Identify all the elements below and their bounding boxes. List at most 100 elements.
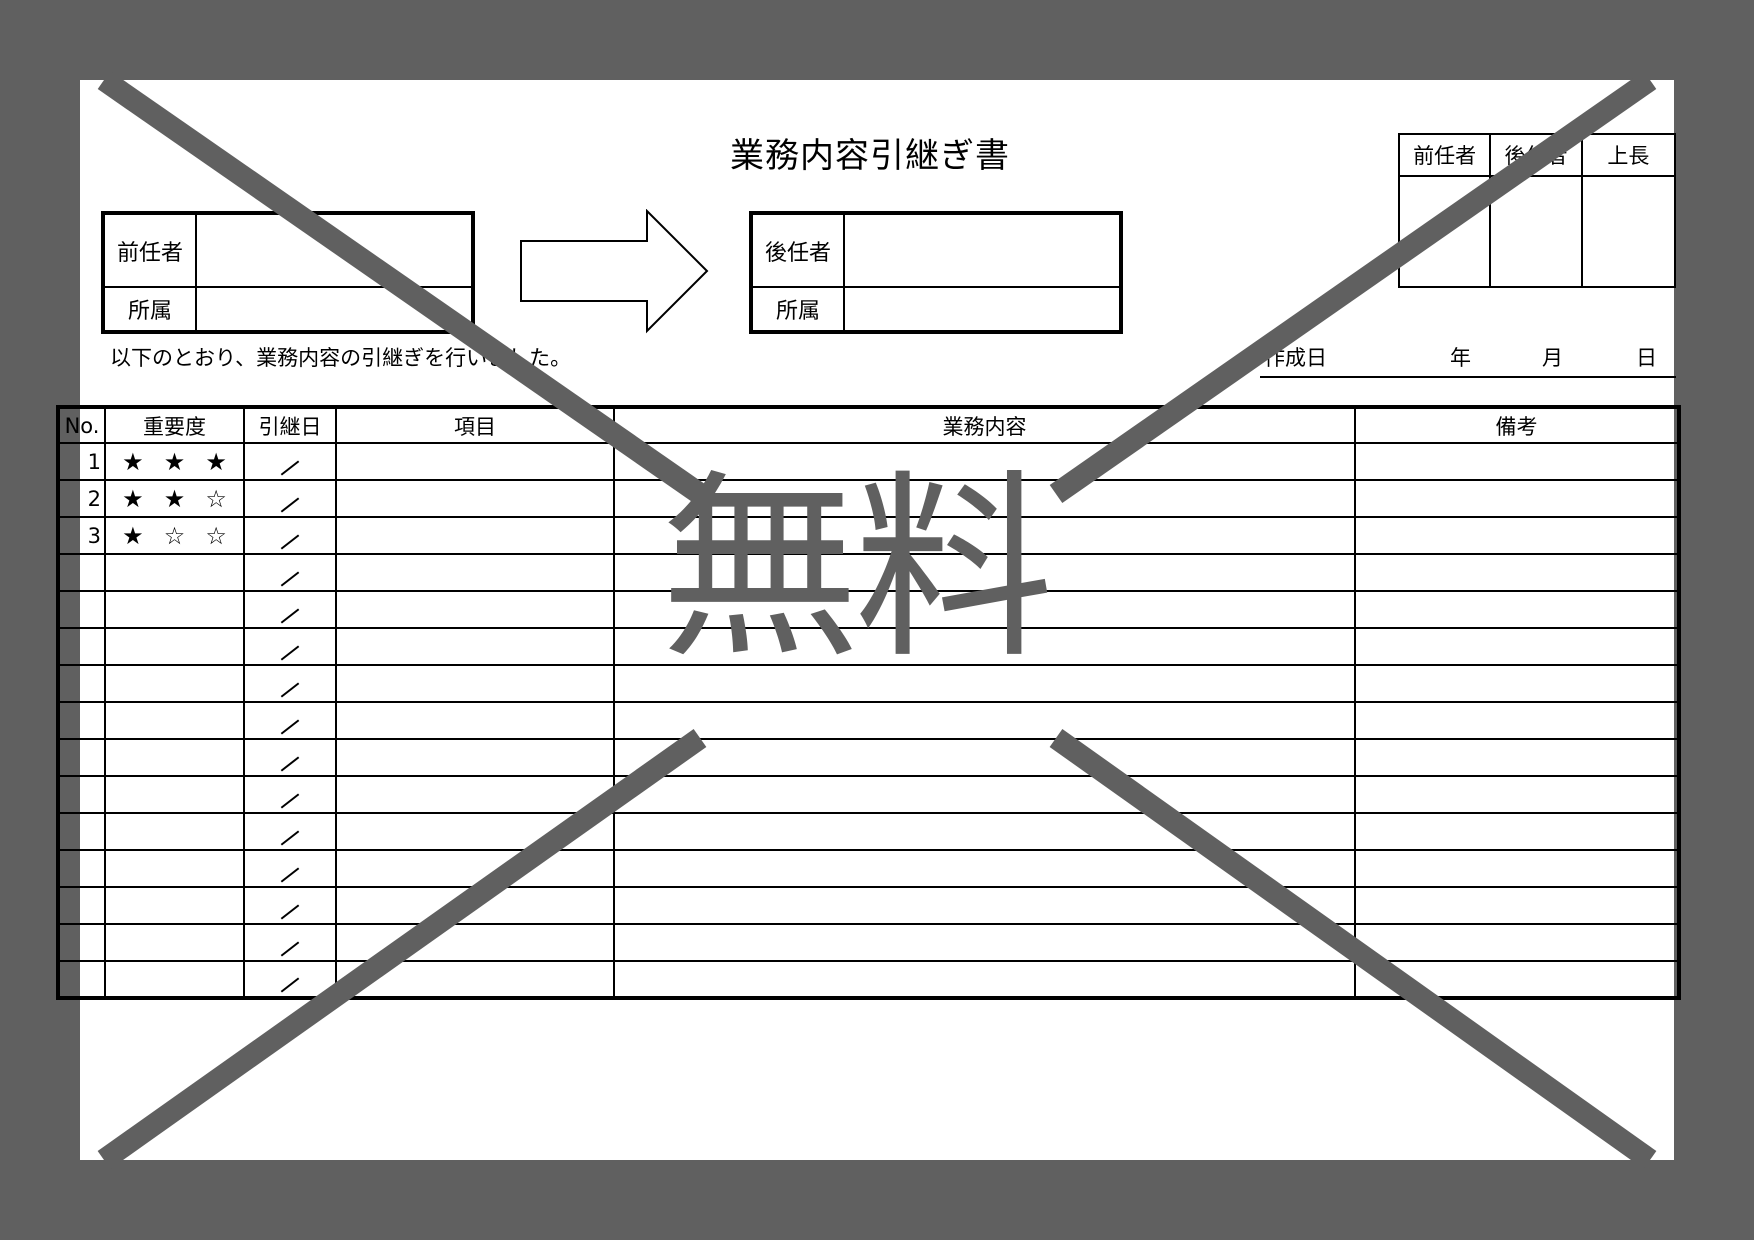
row-priority[interactable]: ★ ☆ ☆ (104, 516, 245, 555)
row-item[interactable] (335, 590, 615, 629)
row-item[interactable] (335, 664, 615, 703)
row-content[interactable] (613, 738, 1356, 777)
row-handover-date[interactable] (243, 701, 337, 740)
row-remarks[interactable] (1354, 775, 1680, 814)
successor-dept-field[interactable] (845, 288, 1119, 330)
row-remarks[interactable] (1354, 923, 1680, 962)
row-priority[interactable] (104, 627, 245, 666)
creation-date-field[interactable]: 作成日 年 月 日 (1260, 342, 1676, 378)
row-content[interactable] (613, 627, 1356, 666)
row-item[interactable] (335, 516, 615, 555)
row-content[interactable] (613, 553, 1356, 592)
row-remarks[interactable] (1354, 627, 1680, 666)
row-item[interactable] (335, 886, 615, 925)
row-handover-date[interactable] (243, 849, 337, 888)
row-remarks[interactable] (1354, 442, 1680, 481)
successor-name-field[interactable] (845, 215, 1119, 288)
row-item[interactable] (335, 849, 615, 888)
row-remarks[interactable] (1354, 960, 1680, 999)
row-priority[interactable] (104, 590, 245, 629)
row-item[interactable] (335, 479, 615, 518)
day-label: 日 (1636, 346, 1657, 370)
row-handover-date[interactable] (243, 553, 337, 592)
row-remarks[interactable] (1354, 664, 1680, 703)
row-content[interactable] (613, 886, 1356, 925)
row-handover-date[interactable] (243, 886, 337, 925)
row-handover-date[interactable] (243, 442, 337, 481)
row-handover-date[interactable] (243, 738, 337, 777)
date-separator-icon (280, 977, 300, 993)
row-priority[interactable] (104, 923, 245, 962)
row-content[interactable] (613, 812, 1356, 851)
row-content[interactable] (613, 849, 1356, 888)
row-priority[interactable] (104, 664, 245, 703)
row-priority[interactable]: ★ ★ ★ (104, 442, 245, 481)
row-item[interactable] (335, 701, 615, 740)
date-separator-icon (280, 792, 300, 809)
row-item[interactable] (335, 775, 615, 814)
row-priority[interactable] (104, 738, 245, 777)
row-no (57, 775, 106, 814)
row-item[interactable] (335, 442, 615, 481)
row-no (57, 664, 106, 703)
row-content[interactable] (613, 923, 1356, 962)
row-handover-date[interactable] (243, 812, 337, 851)
row-remarks[interactable] (1354, 738, 1680, 777)
row-priority[interactable] (104, 812, 245, 851)
predecessor-dept-field[interactable] (197, 288, 471, 330)
successor-box: 後任者 所属 (749, 211, 1123, 334)
row-remarks[interactable] (1354, 479, 1680, 518)
handover-note: 以下のとおり、業務内容の引継ぎを行いました。 (110, 346, 572, 370)
table-row (57, 553, 1680, 592)
row-content[interactable] (613, 664, 1356, 703)
header-no: No. (57, 406, 106, 444)
row-remarks[interactable] (1354, 886, 1680, 925)
row-handover-date[interactable] (243, 664, 337, 703)
row-item[interactable] (335, 553, 615, 592)
row-priority[interactable] (104, 886, 245, 925)
row-content[interactable] (613, 701, 1356, 740)
row-handover-date[interactable] (243, 960, 337, 999)
month-label: 月 (1542, 346, 1563, 370)
row-remarks[interactable] (1354, 812, 1680, 851)
predecessor-name-field[interactable] (197, 215, 471, 288)
date-separator-icon (280, 459, 300, 476)
header-item: 項目 (335, 406, 615, 444)
approval-stamp-table: 前任者 後任者 上長 (1398, 133, 1676, 288)
row-remarks[interactable] (1354, 701, 1680, 740)
date-separator-icon (280, 496, 300, 513)
row-priority[interactable] (104, 960, 245, 999)
row-remarks[interactable] (1354, 590, 1680, 629)
row-priority[interactable] (104, 701, 245, 740)
row-priority[interactable] (104, 849, 245, 888)
date-separator-icon (280, 718, 300, 735)
row-priority[interactable]: ★ ★ ☆ (104, 479, 245, 518)
row-priority[interactable] (104, 553, 245, 592)
year-label: 年 (1450, 346, 1471, 370)
row-handover-date[interactable] (243, 479, 337, 518)
row-content[interactable] (613, 590, 1356, 629)
row-content[interactable] (613, 960, 1356, 999)
row-handover-date[interactable] (243, 516, 337, 555)
header-content: 業務内容 (613, 406, 1356, 444)
stamp-box-predecessor[interactable] (1400, 177, 1492, 286)
row-handover-date[interactable] (243, 923, 337, 962)
row-handover-date[interactable] (243, 775, 337, 814)
row-remarks[interactable] (1354, 553, 1680, 592)
row-priority[interactable] (104, 775, 245, 814)
stamp-box-successor[interactable] (1491, 177, 1583, 286)
date-separator-icon (280, 644, 300, 661)
row-handover-date[interactable] (243, 590, 337, 629)
row-item[interactable] (335, 738, 615, 777)
row-handover-date[interactable] (243, 627, 337, 666)
stamp-box-supervisor[interactable] (1583, 177, 1674, 286)
row-item[interactable] (335, 627, 615, 666)
row-content[interactable] (613, 775, 1356, 814)
row-item[interactable] (335, 923, 615, 962)
row-content[interactable] (613, 516, 1356, 555)
row-item[interactable] (335, 960, 615, 999)
table-row (57, 923, 1680, 962)
row-item[interactable] (335, 812, 615, 851)
row-remarks[interactable] (1354, 849, 1680, 888)
row-remarks[interactable] (1354, 516, 1680, 555)
